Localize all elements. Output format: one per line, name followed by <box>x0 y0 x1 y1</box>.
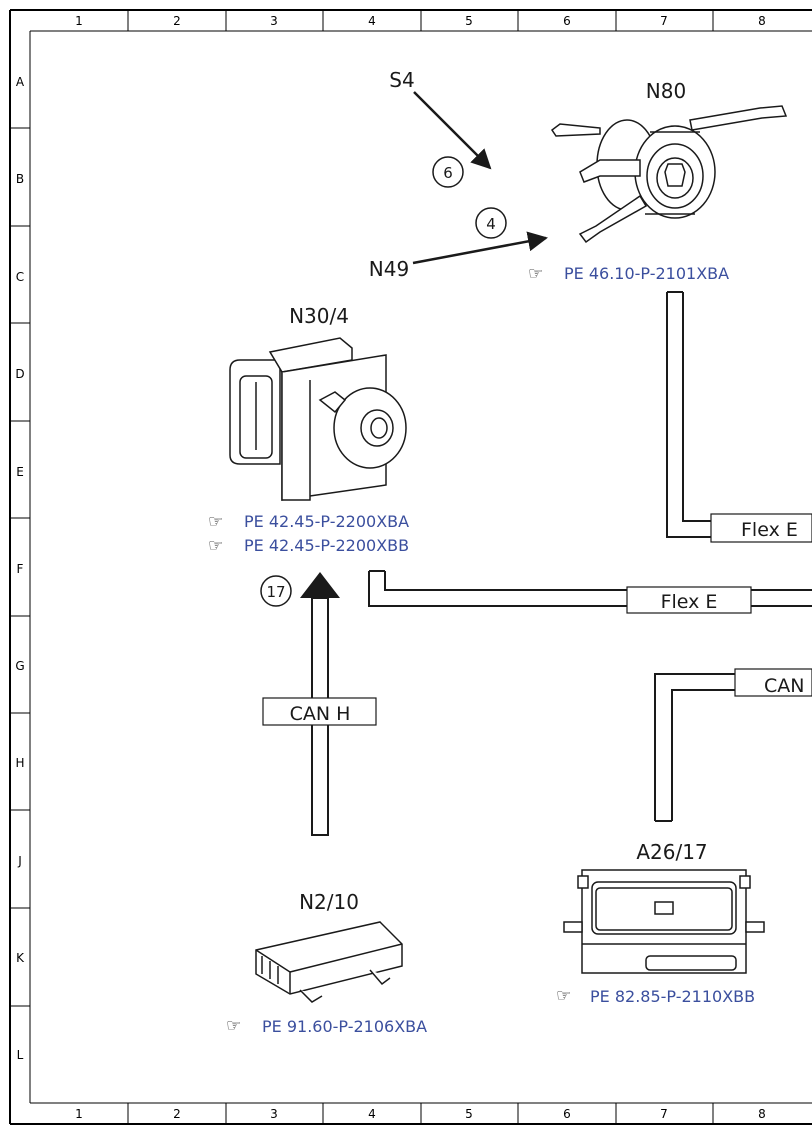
abs-hydraulic-unit-icon <box>229 337 407 501</box>
col-label: 5 <box>465 1107 473 1121</box>
row-labels: A B C D E F G H J K L <box>15 75 25 1062</box>
n2-10-ref: PE 91.60-P-2106XBA <box>262 1017 427 1036</box>
column-labels-top: 1 2 3 4 5 6 7 8 <box>75 14 766 28</box>
s4-number: 6 <box>443 164 453 182</box>
flex-e-wire-upper <box>666 291 712 538</box>
row-label: L <box>17 1048 24 1062</box>
can-label-right: CAN <box>764 675 804 697</box>
col-label: 1 <box>75 1107 83 1121</box>
n49-label: N49 <box>369 257 409 281</box>
pointer-hand-icon: ☞ <box>208 536 223 556</box>
pointer-hand-icon: ☞ <box>556 986 571 1006</box>
signal-n49: N49 4 <box>369 207 548 281</box>
col-label: 4 <box>368 14 376 28</box>
n30-4-ref-2: PE 42.45-P-2200XBB <box>244 536 409 555</box>
steering-column-switch-icon <box>550 105 788 244</box>
col-label: 3 <box>270 14 278 28</box>
n30-4-label: N30/4 <box>289 304 349 328</box>
a26-17-label: A26/17 <box>636 840 707 864</box>
col-label: 1 <box>75 14 83 28</box>
row-label: E <box>16 465 24 479</box>
col-label: 5 <box>465 14 473 28</box>
a26-17-ref: PE 82.85-P-2110XBB <box>590 987 755 1006</box>
col-label: 7 <box>660 14 668 28</box>
col-label: 2 <box>173 1107 181 1121</box>
row-label: J <box>17 854 22 868</box>
row-label: F <box>17 562 24 576</box>
row-label: C <box>16 270 24 284</box>
column-labels-bottom: 1 2 3 4 5 6 7 8 <box>75 1107 766 1121</box>
s4-arrow <box>413 91 492 170</box>
flex-e-label-box-2 <box>626 586 752 614</box>
col-label: 6 <box>563 14 571 28</box>
a26-17-component: A26/17 ☞ PE 82.85-P-2110XBB <box>556 840 765 1006</box>
row-label: A <box>16 75 25 89</box>
n80-component: N80 ☞ PE 46.10-P-2101XBA <box>528 79 788 284</box>
col-label: 8 <box>758 14 766 28</box>
row-label: H <box>15 756 24 770</box>
flex-e-label-2: Flex E <box>661 591 718 613</box>
n2-10-label: N2/10 <box>299 890 359 914</box>
n2-10-component: N2/10 ☞ PE 91.60-P-2106XBA <box>226 890 427 1036</box>
col-label: 7 <box>660 1107 668 1121</box>
n80-label: N80 <box>646 79 686 103</box>
col-label: 4 <box>368 1107 376 1121</box>
flex-e-label-1: Flex E <box>741 519 798 541</box>
can-h-label: CAN H <box>290 703 351 725</box>
control-module-icon <box>563 869 765 974</box>
pointer-hand-icon: ☞ <box>226 1016 241 1036</box>
n30-4-ref-1: PE 42.45-P-2200XBA <box>244 512 409 531</box>
col-label: 3 <box>270 1107 278 1121</box>
n80-ref: PE 46.10-P-2101XBA <box>564 264 729 283</box>
can-label-box-right <box>734 668 812 697</box>
row-ticks <box>10 127 30 1007</box>
can-h-label-box <box>262 697 377 726</box>
col-label: 8 <box>758 1107 766 1121</box>
column-ticks <box>127 10 714 1124</box>
s4-number-circle <box>432 156 464 188</box>
can-h-number-circle <box>260 575 292 607</box>
can-wire-right <box>654 673 736 822</box>
pointer-hand-icon: ☞ <box>208 512 223 532</box>
row-label: D <box>15 367 24 381</box>
airbag-control-unit-icon <box>255 921 403 1003</box>
n49-number: 4 <box>486 215 496 233</box>
n30-4-component: N30/4 ☞ PE 42.45-P-2200XBA ☞ PE 42.45-P-… <box>208 304 409 556</box>
s4-label: S4 <box>389 68 414 92</box>
row-label: K <box>16 951 25 965</box>
signal-s4: S4 6 <box>389 68 492 188</box>
col-label: 2 <box>173 14 181 28</box>
n49-arrow <box>412 231 548 265</box>
col-label: 6 <box>563 1107 571 1121</box>
row-label: B <box>16 172 24 186</box>
can-h-number: 17 <box>266 583 285 601</box>
pointer-hand-icon: ☞ <box>528 264 543 284</box>
can-h-arrow-head <box>300 572 340 598</box>
row-label: G <box>15 659 24 673</box>
flex-e-label-box-1 <box>710 513 812 543</box>
n49-number-circle <box>475 207 507 239</box>
